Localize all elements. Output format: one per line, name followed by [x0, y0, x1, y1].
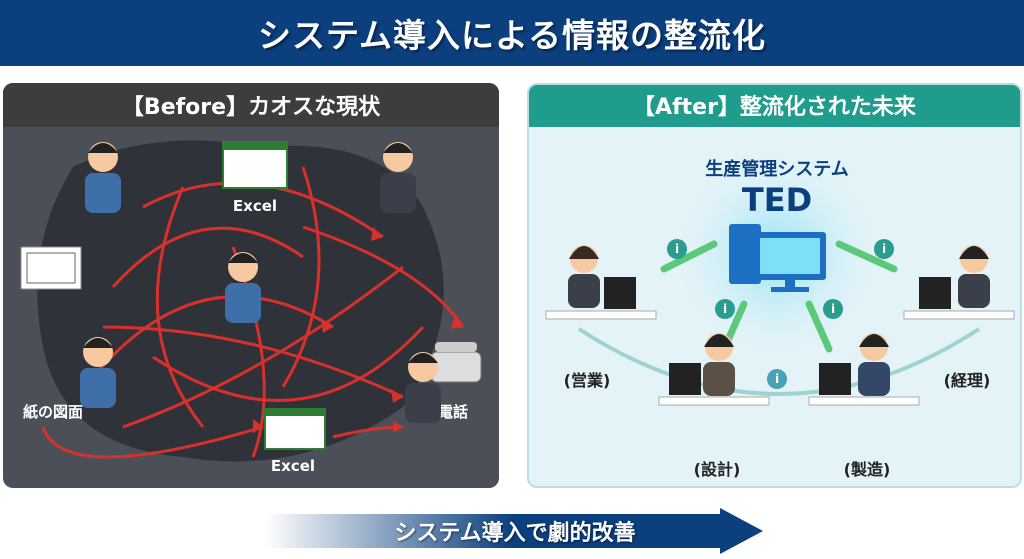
before-heading: 【Before】カオスな現状: [3, 83, 499, 127]
excel-sheet-top-icon: [222, 141, 288, 189]
paper-label: 紙の図面: [23, 403, 83, 421]
before-panel: 【Before】カオスな現状 Excel 紙の図面 電話 Excel: [3, 83, 499, 488]
svg-text:i: i: [882, 242, 886, 256]
integrated-system-illustration: 生産管理システム TED i i i i i (営業) (設計) (製造) (経理): [545, 144, 1015, 479]
title-banner: システム導入による情報の整流化: [0, 0, 1024, 66]
after-panel: 【After】整流化された未来 生産管理システム TED i i i i i (営業) …: [527, 83, 1022, 488]
stressed-workers: [80, 142, 441, 423]
paper-drawing-icon: [20, 246, 82, 290]
system-label: 生産管理システム: [705, 158, 848, 180]
svg-text:i: i: [831, 302, 835, 316]
dept-accounting-label: (経理): [944, 371, 991, 390]
excel-bottom-label: Excel: [271, 457, 315, 475]
page-title: システム導入による情報の整流化: [257, 16, 767, 55]
arrow-shape: [265, 508, 763, 554]
department-workers: [545, 245, 1015, 406]
arrowheads: [253, 227, 463, 433]
chaos-illustration: Excel 紙の図面 電話 Excel: [20, 140, 482, 475]
dept-design-label: (設計): [694, 460, 741, 479]
telephone-icon: [430, 342, 482, 383]
dept-sales-label: (営業): [564, 371, 611, 390]
excel-top-label: Excel: [233, 197, 277, 215]
server-computer-icon: [729, 224, 826, 292]
svg-text:i: i: [675, 242, 679, 256]
svg-text:i: i: [723, 302, 727, 316]
info-icons: [667, 239, 894, 389]
improvement-arrow: システム導入で劇的改善: [265, 508, 765, 554]
phone-label: 電話: [438, 403, 468, 421]
dept-manufacturing-label: (製造): [844, 460, 891, 479]
system-name: TED: [742, 181, 812, 219]
excel-sheet-bottom-icon: [264, 408, 326, 450]
improvement-text: システム導入で劇的改善: [394, 521, 636, 546]
after-heading: 【After】整流化された未来: [529, 85, 1020, 127]
svg-text:i: i: [775, 372, 779, 386]
connection-arc: [577, 327, 981, 396]
